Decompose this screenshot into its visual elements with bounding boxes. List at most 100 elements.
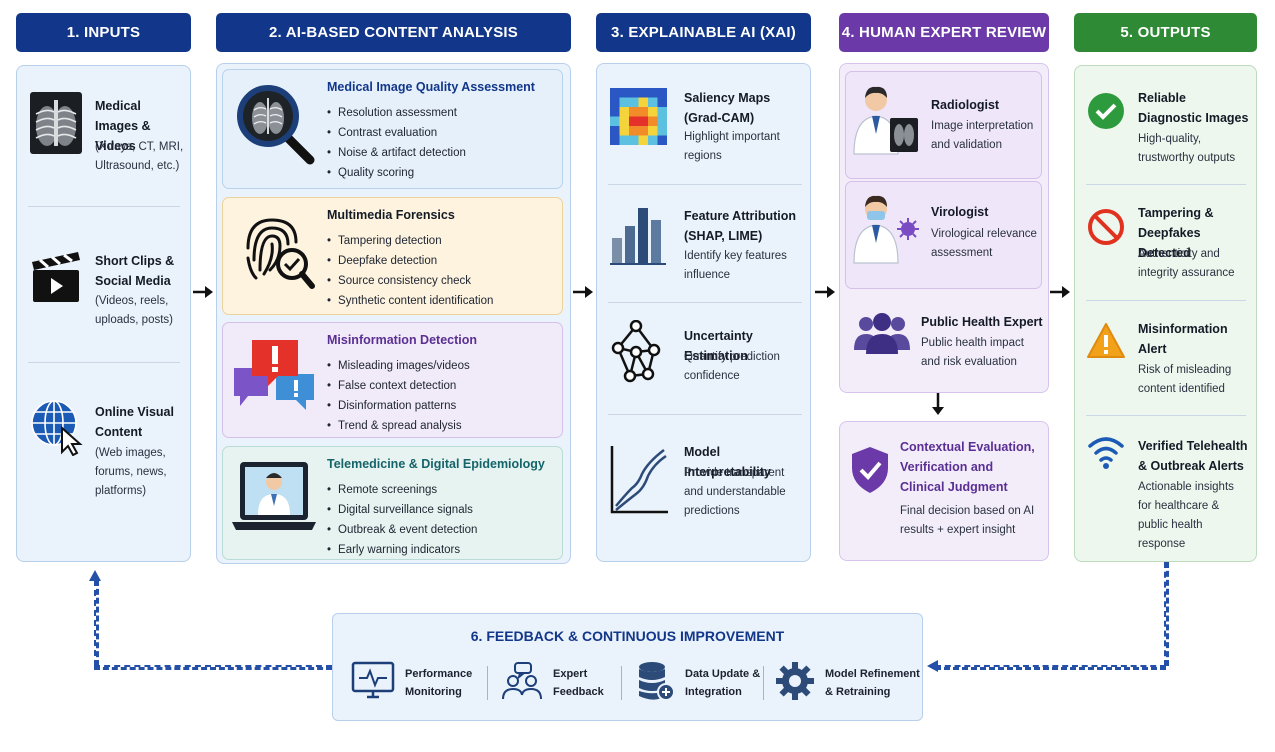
heatmap-cell xyxy=(629,126,639,136)
wifi-signal-icon xyxy=(1087,434,1125,470)
right-arrow xyxy=(1050,284,1072,304)
divider xyxy=(28,362,180,363)
network-icon xyxy=(608,319,668,384)
heatmap-cell xyxy=(657,126,667,136)
output-desc: Risk of misleading content identified xyxy=(1138,364,1232,395)
heatmap-cell xyxy=(657,135,667,145)
heatmap-cell xyxy=(648,116,658,126)
heatmap-cell xyxy=(657,88,667,98)
feedback-title: 6. FEEDBACK & CONTINUOUS IMPROVEMENT xyxy=(470,628,785,644)
bullet-item: Quality scoring xyxy=(327,163,466,183)
heatmap-cell xyxy=(629,97,639,107)
monitor-pulse-icon xyxy=(351,661,395,706)
review-title: Virologist xyxy=(931,205,989,219)
heatmap-cell xyxy=(610,116,620,126)
output-desc: High-quality, trustworthy outputs xyxy=(1138,133,1236,164)
heatmap-cell xyxy=(638,97,648,107)
check-circle-icon xyxy=(1087,92,1125,130)
heatmap-cell xyxy=(619,97,629,107)
xai-title: Feature Attribution (SHAP, LIME) xyxy=(684,209,797,243)
gear-icon xyxy=(775,661,815,706)
feedback-label-line: Model Refinement xyxy=(825,668,920,680)
input-title: Online Visual Content xyxy=(95,405,174,439)
header-xai: 3. EXPLAINABLE AI (XAI) xyxy=(596,13,811,52)
laptop-doctor-icon xyxy=(230,460,318,538)
bullet-item: Misleading images/videos xyxy=(327,356,470,376)
divider xyxy=(608,302,802,303)
heatmap-cell xyxy=(657,107,667,117)
database-plus-icon xyxy=(637,661,675,706)
heatmap-cell xyxy=(629,116,639,126)
divider xyxy=(1086,415,1246,416)
bar-chart-icon xyxy=(610,204,667,266)
feedback-item: Performance Monitoring xyxy=(351,658,472,708)
card-title: Multimedia Forensics xyxy=(327,208,455,222)
divider xyxy=(1086,300,1246,301)
line-graph-icon xyxy=(608,444,670,516)
divider xyxy=(487,666,488,700)
heatmap-cell xyxy=(638,135,648,145)
heatmap-cell xyxy=(648,97,658,107)
xai-desc: Provide transparent and understandable p… xyxy=(684,467,786,517)
review-desc: Virological relevance assessment xyxy=(931,228,1037,259)
feedback-connector xyxy=(94,665,332,670)
bullet-item: Digital surveillance signals xyxy=(327,500,477,520)
heatmap-cell xyxy=(638,107,648,117)
review-title: Public Health Expert xyxy=(921,315,1043,329)
xai-panel xyxy=(596,63,811,562)
bullet-item: Resolution assessment xyxy=(327,103,466,123)
bullet-list: Misleading images/videos False context d… xyxy=(327,356,470,436)
output-title: Reliable Diagnostic Images xyxy=(1138,91,1249,125)
feedback-connector xyxy=(94,580,99,666)
heatmap-cell xyxy=(629,88,639,98)
up-arrow-head xyxy=(88,568,102,582)
globe-cursor-icon xyxy=(30,398,84,457)
heatmap-cell xyxy=(619,135,629,145)
divider xyxy=(763,666,764,700)
warning-triangle-icon xyxy=(1086,322,1126,360)
bullet-item: False context detection xyxy=(327,376,470,396)
heatmap-cell xyxy=(629,135,639,145)
fingerprint-icon xyxy=(240,212,316,292)
feedback-label-line: Performance xyxy=(405,668,473,680)
output-title: Tampering & Deepfakes Detected xyxy=(1138,206,1214,260)
bullet-item: Early warning indicators xyxy=(327,540,477,560)
virologist-icon xyxy=(852,193,922,265)
prohibited-icon xyxy=(1087,208,1125,246)
output-title: Verified Telehealth & Outbreak Alerts xyxy=(1138,439,1248,473)
bullet-item: Outbreak & event detection xyxy=(327,520,477,540)
bullet-list: Tampering detection Deepfake detection S… xyxy=(327,231,493,311)
right-arrow xyxy=(193,284,215,304)
feedback-label: Expert Feedback xyxy=(553,665,604,701)
card-title: Misinformation Detection xyxy=(327,333,478,347)
left-arrow-head xyxy=(925,659,939,673)
input-desc: (Web images, forums, news, platforms) xyxy=(95,447,167,497)
input-title: Short Clips & Social Media xyxy=(95,254,175,288)
header-outputs: 5. OUTPUTS xyxy=(1074,13,1257,52)
bullet-item: Trend & spread analysis xyxy=(327,416,470,436)
feedback-label-line: Monitoring xyxy=(405,686,462,698)
feedback-label-line: Feedback xyxy=(553,686,604,698)
heatmap-cell xyxy=(610,135,620,145)
heatmap-cell xyxy=(638,116,648,126)
heatmap-cell xyxy=(648,107,658,117)
heatmap-cell xyxy=(610,126,620,136)
alert-chat-icon xyxy=(232,338,316,412)
feedback-label-line: Integration xyxy=(685,686,742,698)
output-desc: Authenticity and integrity assurance xyxy=(1138,248,1235,279)
review-desc: Image interpretation and validation xyxy=(931,120,1034,151)
feedback-connector xyxy=(1164,562,1169,666)
bullet-item: Noise & artifact detection xyxy=(327,143,466,163)
header-inputs: 1. INPUTS xyxy=(16,13,191,52)
bullet-item: Synthetic content identification xyxy=(327,291,493,311)
feedback-label-line: & Retraining xyxy=(825,686,891,698)
shield-check-icon xyxy=(850,446,890,494)
feedback-item: Model Refinement & Retraining xyxy=(775,658,920,708)
contextual-panel xyxy=(839,421,1049,561)
contextual-title: Contextual Evaluation, Verification and … xyxy=(900,440,1035,494)
heatmap-cell xyxy=(619,88,629,98)
feedback-label: Model Refinement & Retraining xyxy=(825,665,920,701)
heatmap-cell xyxy=(648,88,658,98)
people-group-icon xyxy=(854,312,910,354)
outputs-panel xyxy=(1074,65,1257,562)
